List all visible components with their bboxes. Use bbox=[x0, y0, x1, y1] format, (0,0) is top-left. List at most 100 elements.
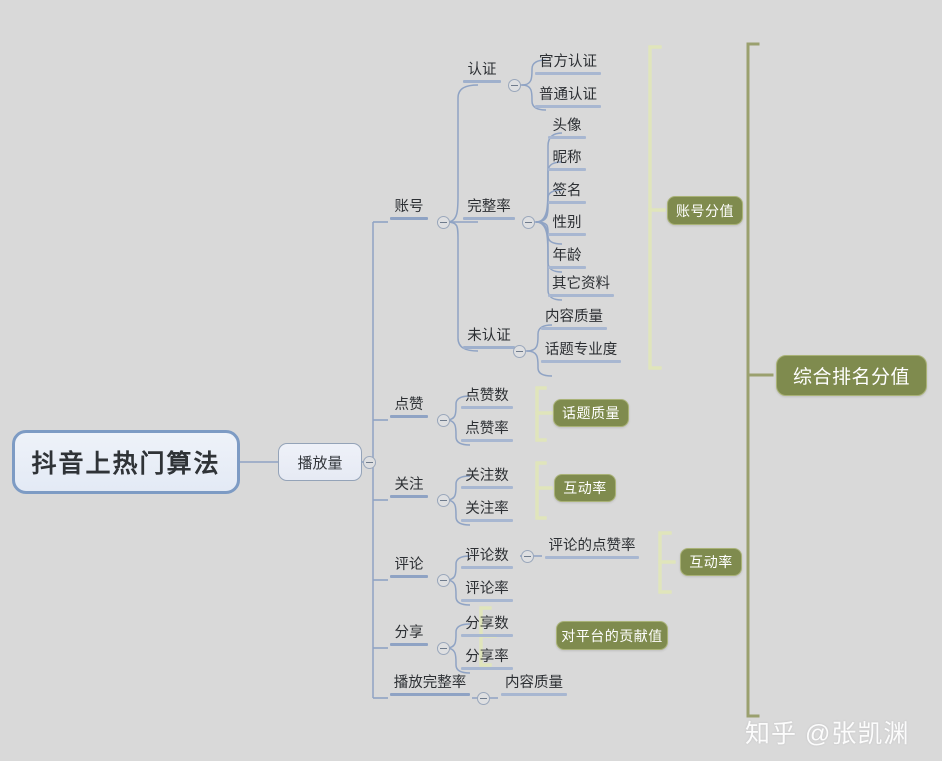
topic-underline bbox=[463, 80, 501, 84]
topic-unverified[interactable]: 未认证 bbox=[461, 328, 517, 352]
topic-underline bbox=[535, 72, 601, 76]
collapse-toggle-verification[interactable] bbox=[508, 79, 521, 92]
badge-interaction-rate-comment-label: 互动率 bbox=[689, 554, 733, 570]
topic-underline bbox=[390, 693, 470, 697]
collapse-toggle-comment[interactable] bbox=[437, 574, 450, 587]
topic-like-rate-label: 点赞率 bbox=[465, 421, 509, 437]
node-playcount-label: 播放量 bbox=[297, 454, 343, 472]
topic-share-rate-label: 分享率 bbox=[465, 649, 509, 665]
topic-follow-count-label: 关注数 bbox=[465, 468, 509, 484]
topic-verification[interactable]: 认证 bbox=[461, 62, 503, 86]
topic-share-count: 分享数 bbox=[459, 616, 515, 640]
topic-comment-label: 评论 bbox=[394, 557, 424, 573]
topic-underline bbox=[535, 105, 601, 109]
topic-underline bbox=[463, 217, 515, 221]
topic-completion-rate-label: 播放完整率 bbox=[393, 675, 467, 691]
topic-like-count-label: 点赞数 bbox=[465, 388, 509, 404]
badge-account-score[interactable]: 账号分值 bbox=[667, 196, 743, 225]
topic-follow-rate: 关注率 bbox=[459, 501, 515, 525]
topic-like-rate: 点赞率 bbox=[459, 421, 515, 445]
topic-underline bbox=[541, 360, 621, 364]
topic-share-count-label: 分享数 bbox=[465, 616, 509, 632]
topic-unverified-label: 未认证 bbox=[467, 328, 511, 344]
topic-avatar-label: 头像 bbox=[552, 118, 582, 134]
topic-like[interactable]: 点赞 bbox=[388, 397, 430, 421]
topic-account[interactable]: 账号 bbox=[388, 199, 430, 223]
node-playcount[interactable]: 播放量 bbox=[278, 443, 362, 481]
topic-underline bbox=[541, 327, 607, 331]
topic-like-count: 点赞数 bbox=[459, 388, 515, 412]
topic-comment-like-rate: 评论的点赞率 bbox=[543, 538, 641, 562]
topic-underline bbox=[548, 233, 586, 237]
topic-underline bbox=[545, 556, 639, 560]
badge-topic-quality[interactable]: 话题质量 bbox=[553, 399, 629, 427]
collapse-toggle-playcount[interactable] bbox=[363, 456, 376, 469]
collapse-toggle-like[interactable] bbox=[437, 414, 450, 427]
topic-age-label: 年龄 bbox=[552, 248, 582, 264]
topic-profile-completeness-label: 完整率 bbox=[467, 199, 511, 215]
topic-underline bbox=[461, 406, 513, 410]
collapse-toggle-account[interactable] bbox=[437, 216, 450, 229]
topic-underline bbox=[548, 266, 586, 270]
badge-interaction-rate-comment[interactable]: 互动率 bbox=[680, 548, 742, 576]
topic-topic-expertise: 话题专业度 bbox=[539, 342, 623, 366]
topic-gender-label: 性别 bbox=[552, 215, 582, 231]
collapse-toggle-follow[interactable] bbox=[437, 494, 450, 507]
topic-underline bbox=[461, 486, 513, 490]
collapse-toggle-comment-count[interactable] bbox=[521, 550, 534, 563]
topic-verification-label: 认证 bbox=[467, 62, 497, 78]
topic-follow-count: 关注数 bbox=[459, 468, 515, 492]
topic-signature: 签名 bbox=[546, 183, 588, 207]
topic-nickname: 昵称 bbox=[546, 150, 588, 174]
topic-underline bbox=[461, 634, 513, 638]
topic-underline bbox=[390, 217, 428, 221]
topic-follow[interactable]: 关注 bbox=[388, 477, 430, 501]
collapse-toggle-profile-completeness[interactable] bbox=[522, 216, 535, 229]
topic-content-quality-account-label: 内容质量 bbox=[545, 309, 603, 325]
collapse-toggle-completion-rate[interactable] bbox=[477, 692, 490, 705]
badge-platform-contribution-label: 对平台的贡献值 bbox=[561, 627, 663, 644]
collapse-toggle-share[interactable] bbox=[437, 642, 450, 655]
badge-overall-ranking-score[interactable]: 综合排名分值 bbox=[776, 355, 927, 396]
topic-underline bbox=[390, 415, 428, 419]
root-node-label: 抖音上热门算法 bbox=[31, 450, 221, 478]
topic-comment-like-rate-label: 评论的点赞率 bbox=[548, 538, 636, 554]
badge-platform-contribution[interactable]: 对平台的贡献值 bbox=[556, 621, 668, 650]
topic-age: 年龄 bbox=[546, 248, 588, 272]
badge-account-score-label: 账号分值 bbox=[676, 202, 734, 219]
topic-topic-expertise-label: 话题专业度 bbox=[544, 342, 618, 358]
topic-account-label: 账号 bbox=[394, 199, 424, 215]
topic-follow-rate-label: 关注率 bbox=[465, 501, 509, 517]
badge-overall-ranking-score-label: 综合排名分值 bbox=[792, 367, 910, 388]
topic-underline bbox=[461, 566, 513, 570]
topic-normal-verification-label: 普通认证 bbox=[539, 87, 597, 103]
topic-like-label: 点赞 bbox=[394, 397, 424, 413]
topic-profile-completeness[interactable]: 完整率 bbox=[461, 199, 517, 223]
badge-interaction-rate-follow[interactable]: 互动率 bbox=[554, 474, 616, 502]
topic-normal-verification: 普通认证 bbox=[533, 87, 603, 111]
topic-gender: 性别 bbox=[546, 215, 588, 239]
topic-content-quality-play: 内容质量 bbox=[499, 675, 569, 699]
topic-content-quality-account: 内容质量 bbox=[539, 309, 609, 333]
topic-comment-count[interactable]: 评论数 bbox=[459, 548, 515, 572]
collapse-toggle-unverified[interactable] bbox=[513, 345, 526, 358]
topic-underline bbox=[461, 439, 513, 443]
topic-share[interactable]: 分享 bbox=[388, 625, 430, 649]
topic-underline bbox=[461, 519, 513, 523]
topic-comment[interactable]: 评论 bbox=[388, 557, 430, 581]
root-node[interactable]: 抖音上热门算法 bbox=[12, 430, 240, 494]
topic-other-info: 其它资料 bbox=[546, 276, 616, 300]
topic-underline bbox=[548, 201, 586, 205]
topic-content-quality-play-label: 内容质量 bbox=[505, 675, 563, 691]
topic-official-verification-label: 官方认证 bbox=[539, 54, 597, 70]
topic-underline bbox=[548, 168, 586, 172]
topic-nickname-label: 昵称 bbox=[552, 150, 582, 166]
topic-signature-label: 签名 bbox=[552, 183, 582, 199]
topic-underline bbox=[461, 599, 513, 603]
topic-official-verification: 官方认证 bbox=[533, 54, 603, 78]
topic-underline bbox=[390, 495, 428, 499]
topic-other-info-label: 其它资料 bbox=[552, 276, 610, 292]
topic-comment-count-label: 评论数 bbox=[465, 548, 509, 564]
topic-completion-rate[interactable]: 播放完整率 bbox=[388, 675, 472, 699]
